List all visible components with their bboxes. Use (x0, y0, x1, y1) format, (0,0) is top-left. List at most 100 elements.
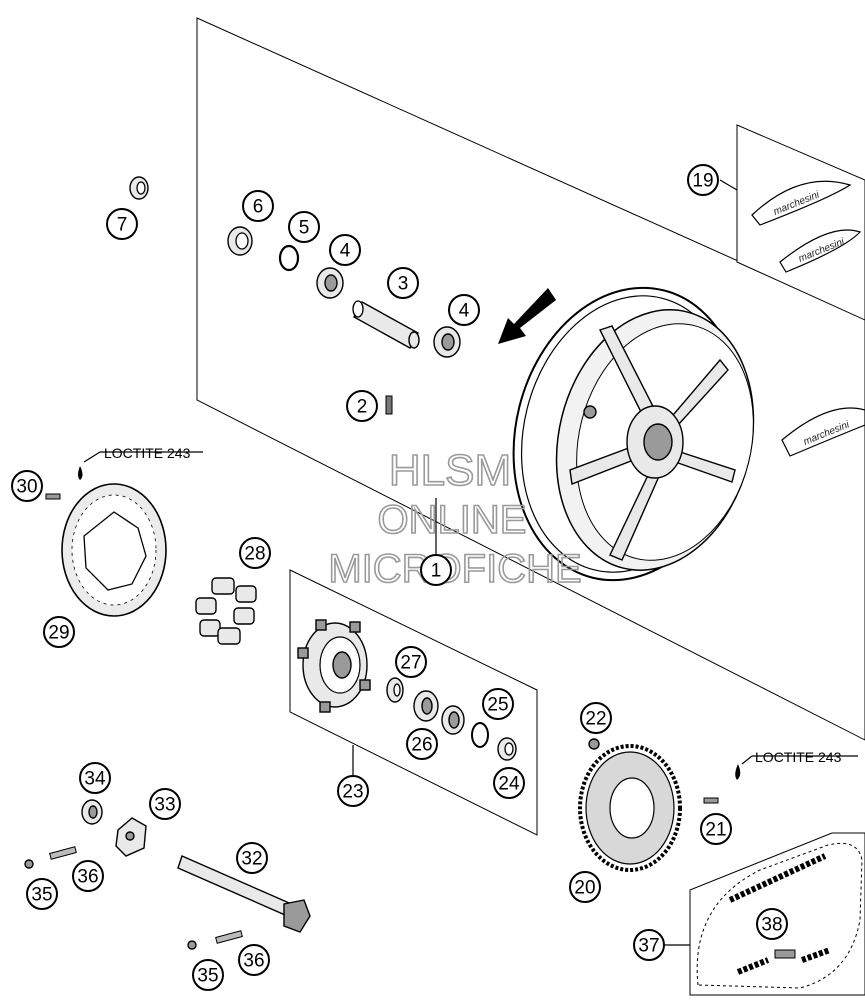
callout-36a: 36 (72, 860, 104, 892)
svg-text:37: 37 (638, 936, 659, 957)
watermark: HLSM ONLINE MICROFICHE (328, 445, 583, 592)
bearing-part-4a (316, 267, 344, 299)
callout-26: 26 (406, 728, 438, 760)
svg-text:24: 24 (498, 774, 520, 795)
circlip-part-25 (471, 722, 489, 748)
wheel-part-1 (512, 286, 755, 582)
chain-part-37 (696, 842, 863, 989)
svg-text:35: 35 (197, 966, 218, 987)
callout-33: 33 (149, 788, 181, 820)
svg-text:3: 3 (398, 274, 409, 295)
spacer-tube-part-3 (352, 300, 420, 349)
svg-text:27: 27 (400, 653, 421, 674)
circlip-part-5 (278, 244, 300, 272)
svg-text:34: 34 (84, 769, 106, 790)
nut-part-35a (24, 859, 34, 869)
svg-text:29: 29 (48, 623, 69, 644)
callout-4a: 4 (329, 234, 361, 266)
callout-5: 5 (288, 211, 320, 243)
callout-28: 28 (239, 537, 271, 569)
svg-text:23: 23 (342, 782, 363, 803)
svg-text:21: 21 (705, 820, 726, 841)
callout-22: 22 (580, 702, 612, 734)
callout-38: 38 (756, 908, 788, 940)
callout-35a: 35 (26, 878, 58, 910)
svg-text:20: 20 (574, 878, 595, 899)
svg-text:38: 38 (761, 915, 782, 936)
nut-part-35b (187, 940, 197, 950)
screw-part-30 (45, 493, 61, 500)
damper-set-part-28 (195, 577, 257, 645)
chain-adjuster-part-33 (115, 817, 147, 857)
decal-panel (736, 124, 865, 321)
spacer-part-27 (386, 677, 404, 703)
callout-24: 24 (493, 767, 525, 799)
svg-text:32: 32 (241, 849, 262, 870)
callout-20: 20 (569, 871, 601, 903)
svg-text:25: 25 (487, 695, 508, 716)
rotation-arrow (498, 288, 556, 344)
callout-37: 37 (633, 929, 665, 961)
callout-23: 23 (337, 775, 369, 807)
callout-25: 25 (482, 688, 514, 720)
svg-text:4: 4 (459, 301, 470, 322)
svg-text:36: 36 (243, 951, 264, 972)
callout-2: 2 (346, 390, 378, 422)
svg-text:36: 36 (77, 867, 98, 888)
bearing-part-26a (413, 690, 439, 722)
loctite-drop-left (78, 466, 83, 480)
nut-part-22 (588, 738, 600, 750)
leader-lines (352, 179, 738, 946)
valve-part-2 (385, 395, 393, 415)
seal-part-24 (497, 737, 517, 761)
svg-text:6: 6 (253, 197, 264, 218)
svg-text:5: 5 (299, 218, 310, 239)
svg-text:28: 28 (244, 544, 265, 565)
rear-sprocket-part-20 (578, 744, 682, 872)
callout-21: 21 (700, 813, 732, 845)
callout-30: 30 (11, 470, 43, 502)
seal-part-7 (129, 176, 149, 200)
svg-text:19: 19 (692, 171, 713, 192)
loctite-drop-right (735, 764, 741, 780)
callout-4b: 4 (448, 294, 480, 326)
svg-text:33: 33 (154, 795, 175, 816)
sprocket-hub-part-23 (297, 619, 371, 713)
screw-part-36a (49, 846, 77, 860)
brake-disc-part-29 (61, 483, 167, 617)
callout-27: 27 (395, 646, 427, 678)
bearing-part-4b (433, 326, 461, 358)
callout-35b: 35 (192, 959, 224, 991)
callout-19: 19 (687, 164, 719, 196)
svg-text:26: 26 (411, 735, 432, 756)
callout-1: 1 (420, 554, 452, 586)
watermark-line-1: HLSM (389, 446, 511, 495)
callout-6: 6 (242, 190, 274, 222)
watermark-line-3: MICROFICHE (328, 547, 581, 591)
bolt-part-21 (703, 797, 719, 804)
svg-text:35: 35 (31, 885, 52, 906)
svg-text:7: 7 (117, 215, 128, 236)
master-link-part-38 (774, 949, 796, 959)
callout-34: 34 (79, 762, 111, 794)
svg-text:30: 30 (16, 477, 37, 498)
screw-part-36b (215, 930, 243, 944)
loctite-note-left: LOCTITE 243 (104, 445, 191, 461)
watermark-line-2: ONLINE (378, 498, 527, 542)
svg-text:2: 2 (357, 397, 368, 418)
svg-text:1: 1 (431, 561, 442, 582)
axle-part-32 (177, 855, 311, 933)
seal-part-6 (227, 226, 253, 256)
callout-32: 32 (236, 842, 268, 874)
loctite-note-right: LOCTITE 243 (755, 749, 842, 765)
callout-3: 3 (387, 267, 419, 299)
callout-36b: 36 (238, 944, 270, 976)
svg-text:4: 4 (340, 241, 351, 262)
nut-part-34 (81, 799, 103, 825)
callout-7: 7 (106, 208, 138, 240)
svg-text:22: 22 (585, 709, 606, 730)
callout-29: 29 (43, 616, 75, 648)
bearing-part-26b (441, 705, 465, 735)
